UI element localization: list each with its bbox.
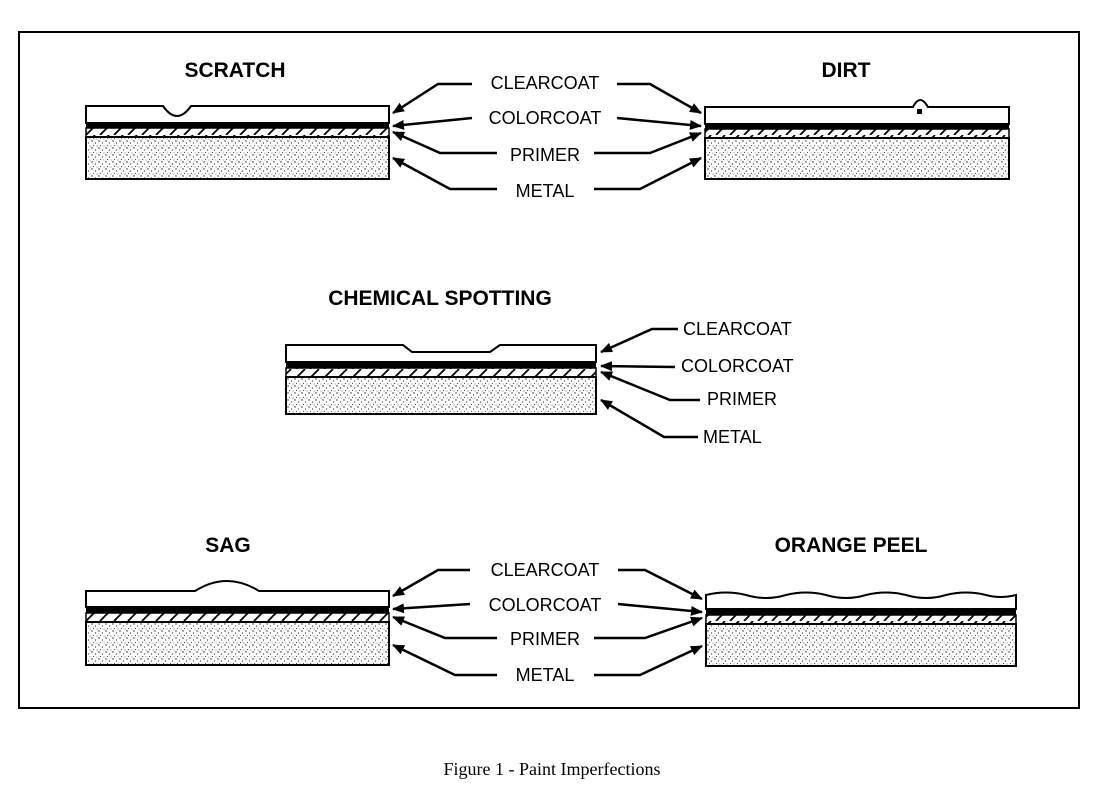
leader-arrows-middle — [600, 327, 700, 439]
panel-title-orange-peel: ORANGE PEEL — [775, 534, 928, 557]
label-clearcoat: CLEARCOAT — [491, 73, 600, 93]
label-primer: PRIMER — [707, 389, 777, 409]
panel-dirt: DIRT — [704, 59, 1010, 180]
layer-labels-bottom: CLEARCOAT COLORCOAT PRIMER METAL — [489, 560, 602, 685]
panel-title-sag: SAG — [205, 534, 251, 557]
label-metal: METAL — [516, 665, 575, 685]
primer-layer — [704, 128, 1010, 139]
colorcoat-layer — [86, 607, 389, 613]
layer-stack-sag — [85, 580, 390, 666]
dirt-particle — [917, 109, 922, 114]
layer-stack-chemical-spotting — [285, 344, 597, 415]
panel-scratch: SCRATCH — [85, 59, 390, 180]
panel-title-dirt: DIRT — [822, 59, 871, 82]
primer-layer — [85, 127, 390, 138]
panel-title-chemical-spotting: CHEMICAL SPOTTING — [328, 287, 552, 310]
layer-labels-middle: CLEARCOAT COLORCOAT PRIMER METAL — [681, 319, 794, 447]
label-clearcoat: CLEARCOAT — [683, 319, 792, 339]
label-colorcoat: COLORCOAT — [489, 595, 602, 615]
label-clearcoat: CLEARCOAT — [491, 560, 600, 580]
layer-labels-top: CLEARCOAT COLORCOAT PRIMER METAL — [489, 73, 602, 201]
primer-layer — [85, 612, 390, 623]
panel-sag: SAG — [85, 534, 390, 666]
colorcoat-layer — [705, 124, 1009, 129]
metal-layer — [285, 376, 597, 415]
colorcoat-layer — [286, 362, 596, 368]
primer-layer — [285, 367, 597, 378]
panel-chemical-spotting: CHEMICAL SPOTTING — [285, 287, 597, 415]
label-primer: PRIMER — [510, 145, 580, 165]
colorcoat-layer — [706, 609, 1016, 615]
clearcoat-layer — [704, 99, 1010, 125]
clearcoat-layer — [285, 344, 597, 363]
metal-layer — [704, 137, 1010, 180]
label-metal: METAL — [516, 181, 575, 201]
metal-layer — [85, 621, 390, 666]
label-primer: PRIMER — [510, 629, 580, 649]
label-metal: METAL — [703, 427, 762, 447]
figure-frame — [18, 31, 1080, 709]
leader-arrows-bottom — [392, 568, 703, 677]
layer-stack-dirt — [704, 99, 1010, 180]
leader-arrows-top — [392, 82, 702, 191]
layer-stack-scratch — [85, 105, 390, 180]
clearcoat-layer — [85, 580, 390, 608]
clearcoat-layer — [85, 105, 390, 124]
figure-caption: Figure 1 - Paint Imperfections — [443, 759, 661, 779]
clearcoat-layer — [705, 591, 1017, 610]
panel-orange-peel: ORANGE PEEL — [705, 534, 1017, 667]
primer-layer — [705, 614, 1017, 625]
label-colorcoat: COLORCOAT — [681, 356, 794, 376]
panel-title-scratch: SCRATCH — [184, 59, 285, 82]
metal-layer — [705, 623, 1017, 667]
colorcoat-layer — [86, 123, 389, 128]
metal-layer — [85, 136, 390, 180]
layer-stack-orange-peel — [705, 591, 1017, 667]
label-colorcoat: COLORCOAT — [489, 108, 602, 128]
